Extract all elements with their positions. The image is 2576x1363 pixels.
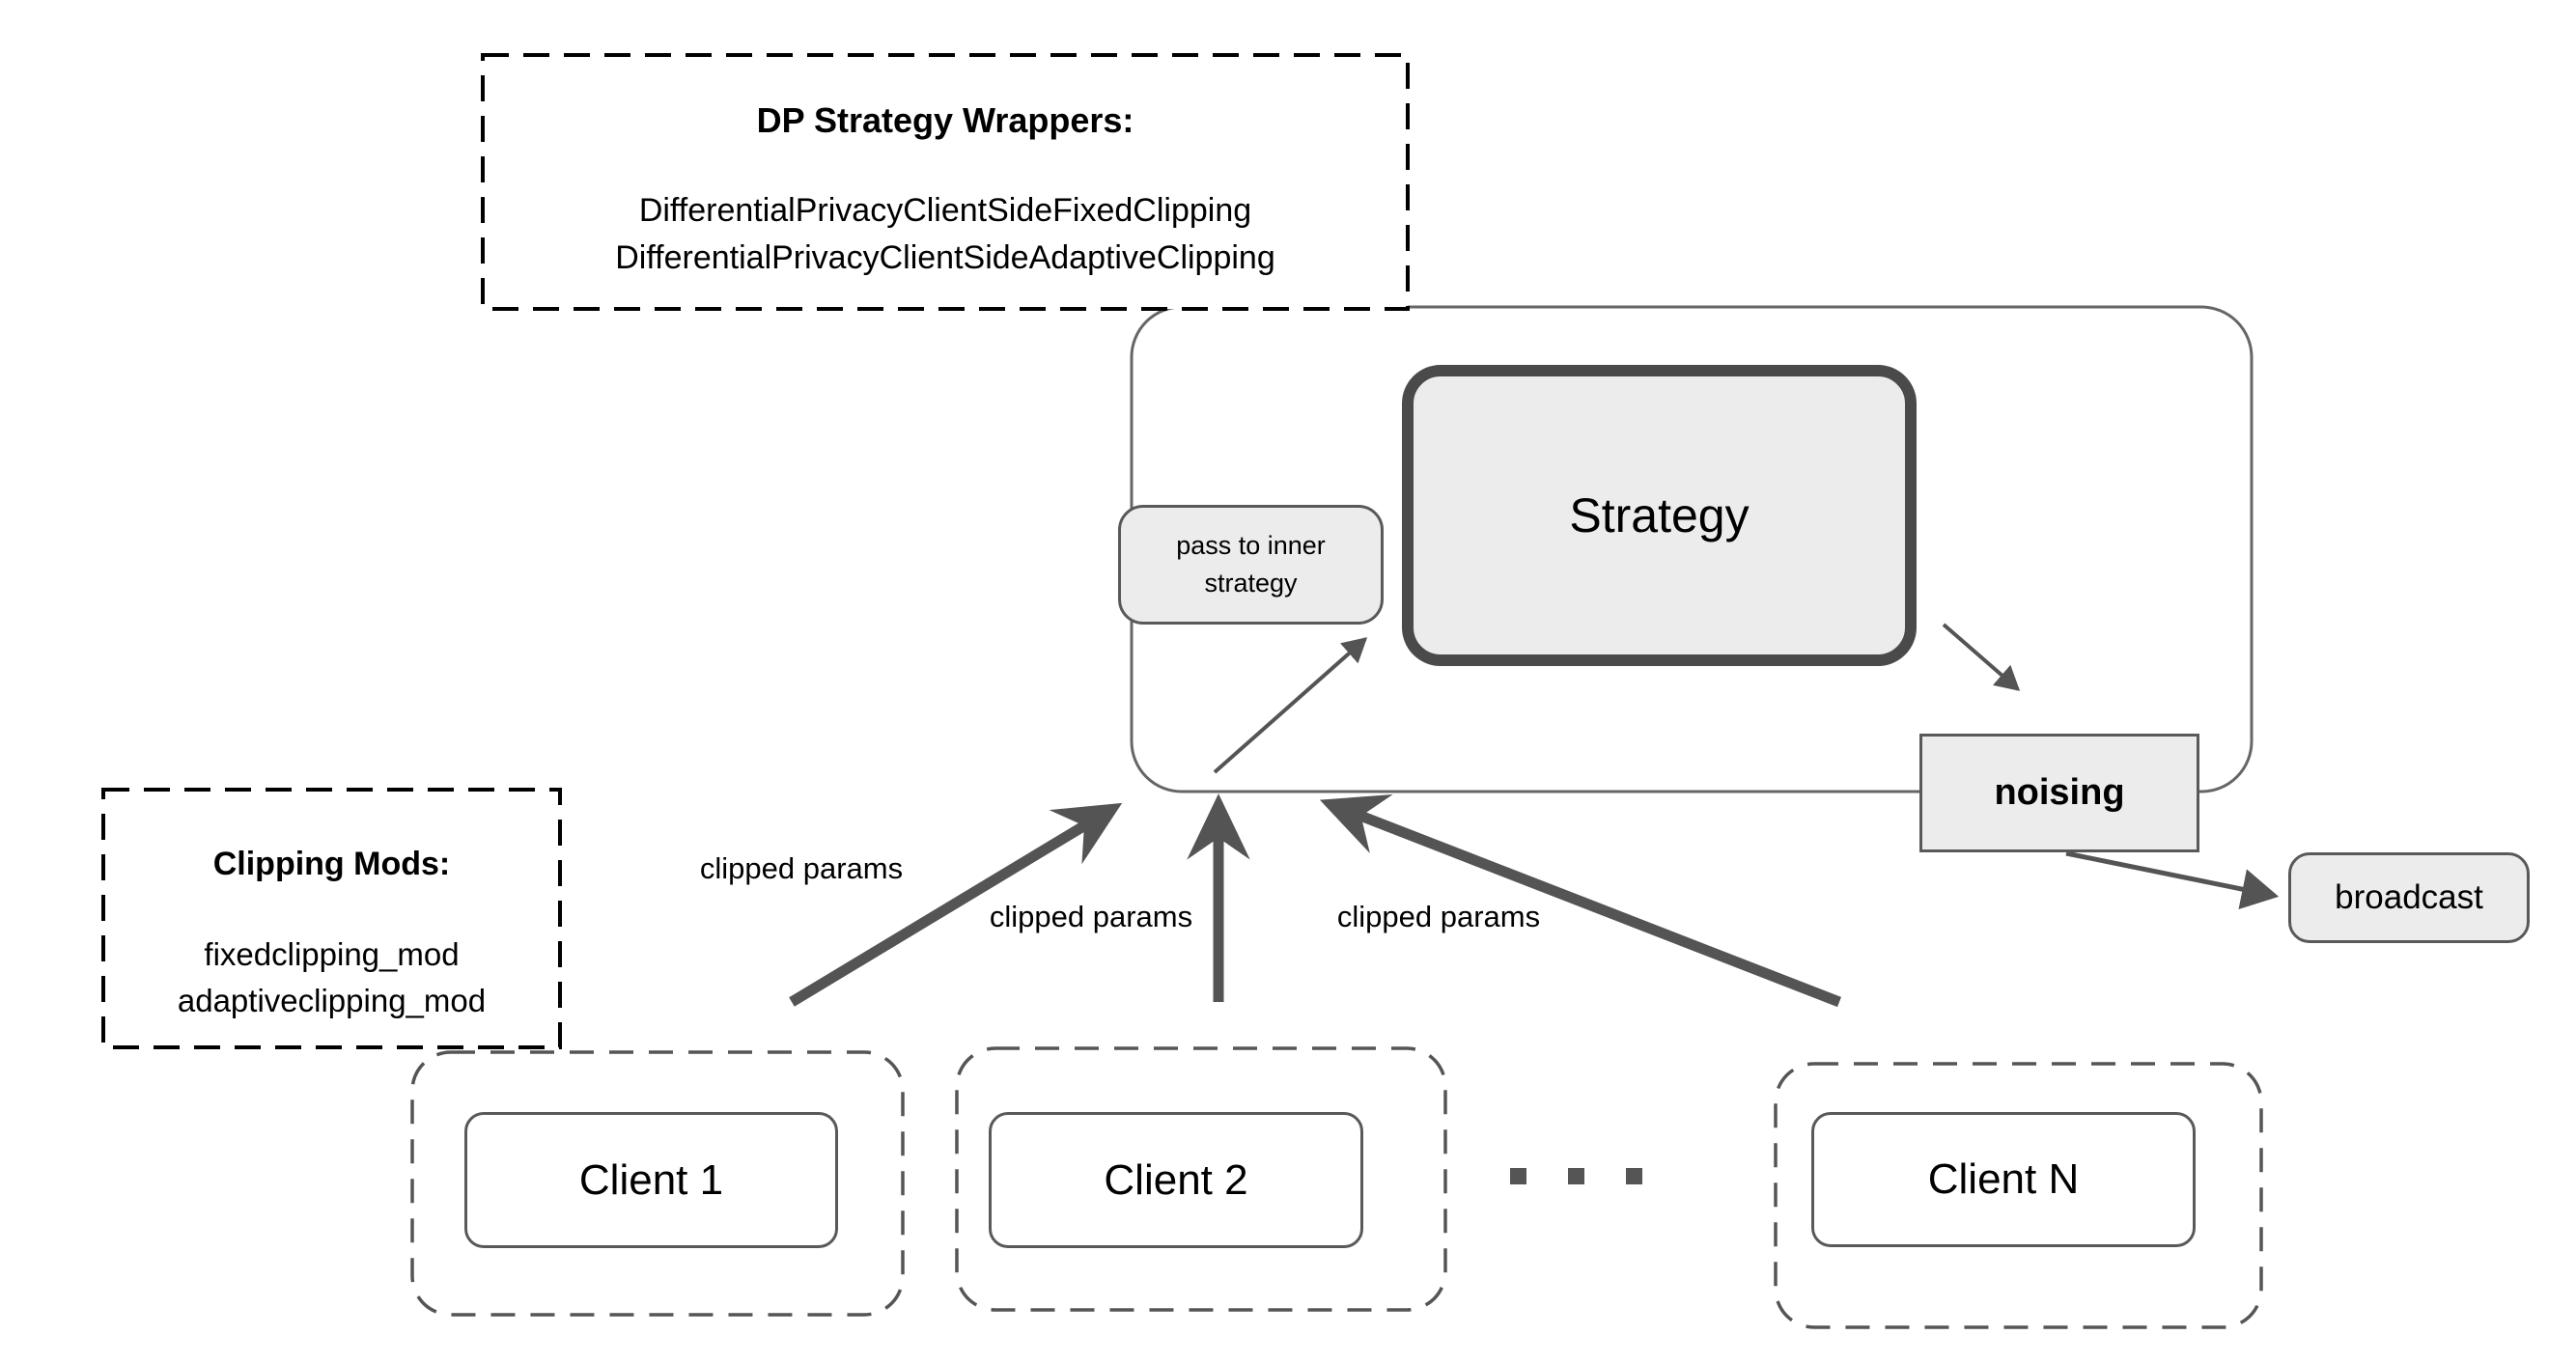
- strategy-label: Strategy: [1569, 488, 1750, 542]
- client-1-label: Client 1: [578, 1155, 724, 1204]
- pass-to-inner-strategy-label-line1: pass to inner: [1176, 530, 1326, 560]
- pass-to-inner-strategy-label-line2: strategy: [1204, 569, 1298, 598]
- noising-label: noising: [1994, 772, 2125, 813]
- noising-to-broadcast-arrow: [2065, 850, 2280, 910]
- clipped-params-arrow-1: [789, 802, 1123, 1007]
- clipping-mods-item: adaptiveclipping_mod: [177, 983, 487, 1018]
- dp-wrappers-item: DifferentialPrivacyClientSideAdaptiveCli…: [615, 238, 1275, 276]
- dp-strategy-wrappers-box: [481, 53, 1410, 311]
- broadcast-label: broadcast: [2335, 878, 2483, 916]
- dp-wrappers-title: DP Strategy Wrappers:: [756, 100, 1134, 140]
- clipped-params-label: clipped params: [989, 900, 1193, 933]
- to-inner-strategy-arrow: [1213, 637, 1368, 774]
- strategy-node: Strategy: [1402, 365, 1917, 666]
- pass-to-inner-strategy-node: pass to inner strategy: [1118, 505, 1384, 625]
- client-n-node: Client N: [1811, 1112, 2196, 1247]
- clipped-params-arrow-3: [1319, 793, 1841, 1008]
- client-1-node: Client 1: [464, 1112, 838, 1248]
- strategy-to-noising-arrow: [1942, 623, 2021, 691]
- ellipsis-dots: [1510, 1168, 1642, 1184]
- noising-node: noising: [1919, 734, 2199, 852]
- clipping-mods-title: Clipping Mods:: [212, 845, 451, 882]
- dp-wrappers-item: DifferentialPrivacyClientSideFixedClippi…: [638, 191, 1252, 229]
- clipping-mods-box: [101, 788, 562, 1049]
- client-n-label: Client N: [1927, 1155, 2080, 1203]
- clipped-params-label: clipped params: [1336, 900, 1541, 933]
- broadcast-node: broadcast: [2288, 852, 2530, 943]
- client-2-label: Client 2: [1104, 1155, 1248, 1204]
- clipped-params-label: clipped params: [699, 851, 904, 885]
- client-2-node: Client 2: [989, 1112, 1363, 1248]
- clipping-mods-item: fixedclipping_mod: [204, 936, 460, 972]
